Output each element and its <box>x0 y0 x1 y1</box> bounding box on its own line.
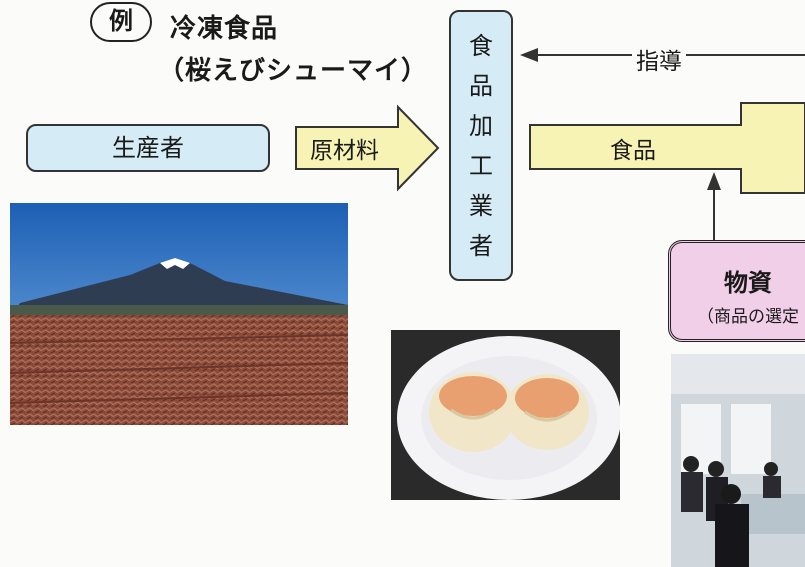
meeting-room-photo <box>671 354 805 567</box>
example-mark: 例 <box>90 2 152 42</box>
processor-char: 者 <box>469 232 493 260</box>
raw-material-arrow <box>295 104 440 192</box>
title-line-2: （桜えびシューマイ） <box>158 56 429 86</box>
processor-char: 加 <box>469 112 493 140</box>
processor-char: 工 <box>469 152 493 180</box>
processor-char: 食 <box>469 32 493 60</box>
title-line-1: 冷凍食品 <box>170 14 279 44</box>
mount-fuji-shrimp-field-photo <box>10 203 348 425</box>
guidance-label: 指導 <box>632 42 686 76</box>
processor-char: 品 <box>469 72 493 100</box>
processor-char: 業 <box>469 192 493 220</box>
goods-committee-box: 物資 （商品の選定 <box>668 240 805 342</box>
guidance-arrowhead <box>520 48 538 62</box>
food-processor-box: 食 品 加 工 業 者 <box>449 10 513 281</box>
goods-up-arrowhead <box>707 172 721 190</box>
food-label: 食品 <box>610 138 656 164</box>
goods-subtitle: （商品の選定 <box>697 307 799 327</box>
producer-box: 生産者 <box>26 124 270 172</box>
food-arrow <box>529 102 805 194</box>
raw-material-label: 原材料 <box>310 138 379 164</box>
goods-title: 物資 <box>724 269 772 297</box>
shrimp-shumai-photo <box>391 330 620 500</box>
